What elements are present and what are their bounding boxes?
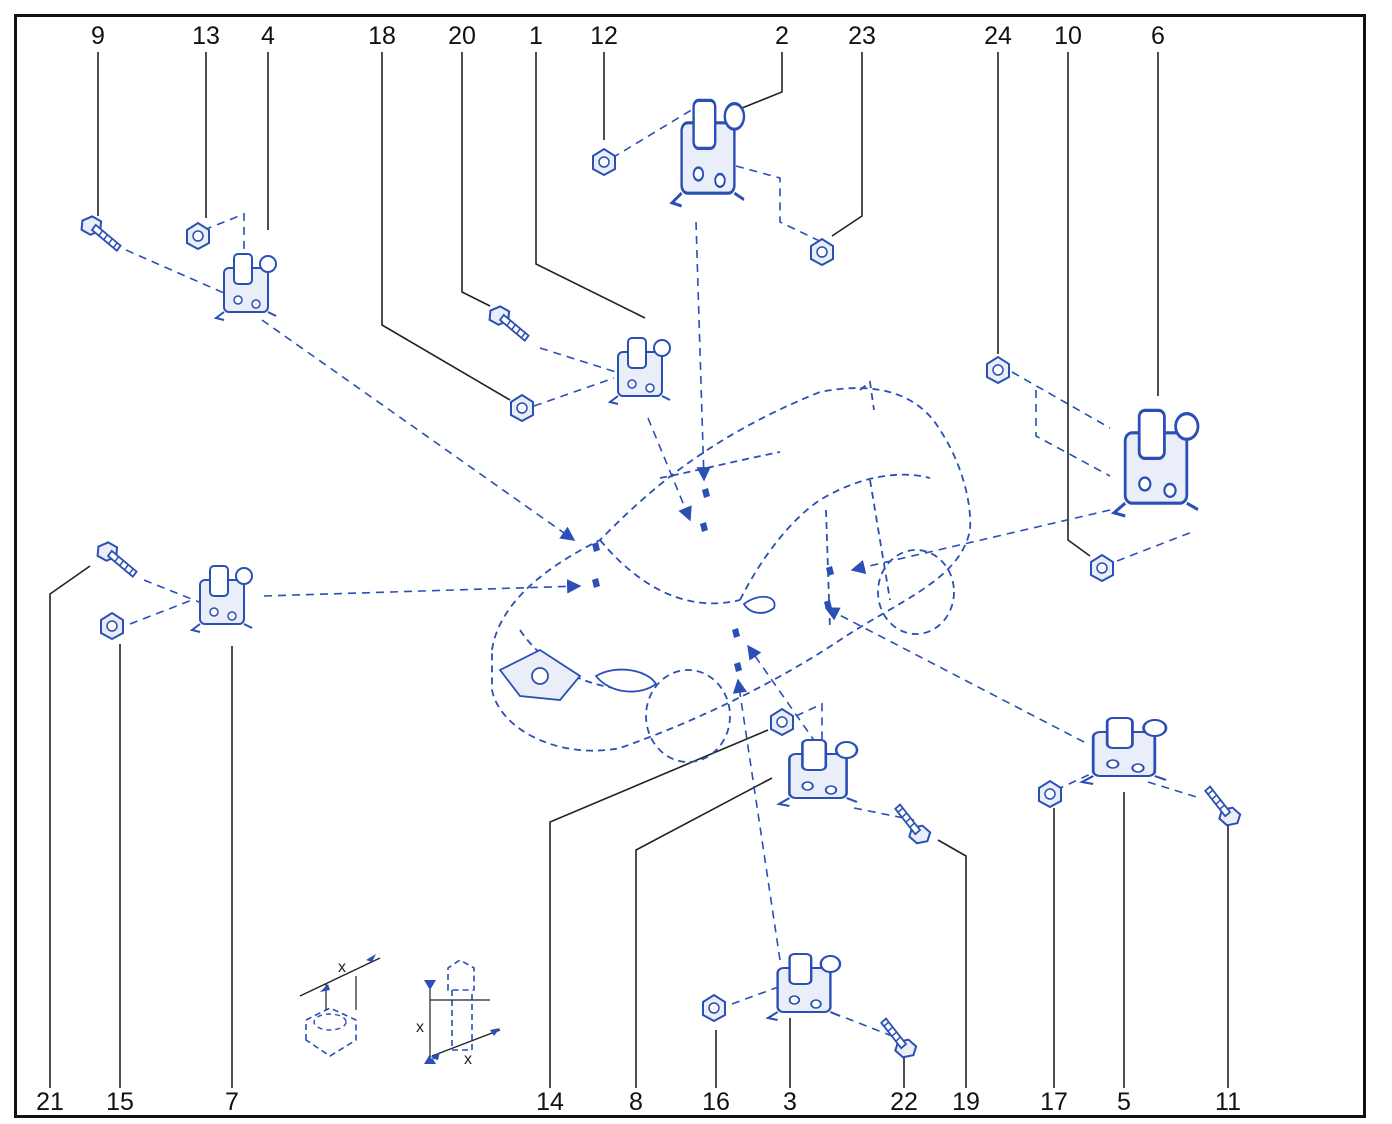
hinge-5 bbox=[1080, 716, 1168, 786]
bolt-22 bbox=[870, 1016, 924, 1063]
hinge-3 bbox=[766, 952, 842, 1022]
callout-3: 3 bbox=[783, 1088, 797, 1116]
callout-12: 12 bbox=[590, 22, 618, 50]
hinge-6 bbox=[1112, 408, 1200, 518]
bolt-19 bbox=[884, 802, 938, 849]
callout-22: 22 bbox=[890, 1088, 918, 1116]
callout-9: 9 bbox=[91, 22, 105, 50]
callout-14: 14 bbox=[536, 1088, 564, 1116]
callout-8: 8 bbox=[629, 1088, 643, 1116]
callout-13: 13 bbox=[192, 22, 220, 50]
callout-10: 10 bbox=[1054, 22, 1082, 50]
bolt-length-label: x bbox=[416, 1019, 424, 1036]
nut-24 bbox=[986, 356, 1010, 384]
callout-23: 23 bbox=[848, 22, 876, 50]
dimension-detail: x x x bbox=[299, 954, 501, 1068]
callout-21: 21 bbox=[36, 1088, 64, 1116]
bolt-dimension: x x bbox=[416, 959, 501, 1068]
nut-14 bbox=[770, 708, 794, 736]
callout-7: 7 bbox=[225, 1088, 239, 1116]
nut-width-label: x bbox=[338, 959, 346, 976]
bolt-21 bbox=[91, 538, 144, 579]
bolt-width-label: x bbox=[464, 1051, 472, 1068]
callout-15: 15 bbox=[106, 1088, 134, 1116]
hinge-2 bbox=[670, 98, 746, 208]
hinge-mount-points bbox=[592, 488, 834, 672]
callout-4: 4 bbox=[261, 22, 275, 50]
bolt-9 bbox=[75, 212, 128, 253]
diagram-frame bbox=[14, 14, 1366, 1118]
callout-17: 17 bbox=[1040, 1088, 1068, 1116]
vehicle-outline bbox=[491, 380, 972, 763]
bolt-11 bbox=[1194, 784, 1248, 831]
nut-12 bbox=[592, 148, 616, 176]
nut-16 bbox=[702, 994, 726, 1022]
bolt-20 bbox=[483, 302, 536, 343]
nut-10 bbox=[1090, 554, 1114, 582]
callout-18: 18 bbox=[368, 22, 396, 50]
callout-1: 1 bbox=[529, 22, 543, 50]
vehicle-grille bbox=[498, 595, 776, 701]
nut-18 bbox=[510, 394, 534, 422]
hinge-8 bbox=[777, 738, 859, 808]
callout-2: 2 bbox=[775, 22, 789, 50]
assembly-lines bbox=[125, 99, 1201, 1037]
nut-15 bbox=[100, 612, 124, 640]
leader-lines bbox=[49, 52, 1229, 1088]
hinge-4 bbox=[215, 253, 277, 321]
hinges bbox=[191, 98, 1200, 1022]
callout-24: 24 bbox=[984, 22, 1012, 50]
hinge-1 bbox=[609, 337, 671, 405]
nut-23 bbox=[810, 238, 834, 266]
callout-11: 11 bbox=[1215, 1088, 1241, 1116]
callout-16: 16 bbox=[702, 1088, 730, 1116]
callout-6: 6 bbox=[1151, 22, 1165, 50]
hinge-7 bbox=[191, 565, 253, 633]
nut-13 bbox=[186, 222, 210, 250]
callout-19: 19 bbox=[952, 1088, 980, 1116]
callout-20: 20 bbox=[448, 22, 476, 50]
nut-17 bbox=[1038, 780, 1062, 808]
nut-dimension: x bbox=[299, 954, 381, 1057]
callout-5: 5 bbox=[1117, 1088, 1131, 1116]
